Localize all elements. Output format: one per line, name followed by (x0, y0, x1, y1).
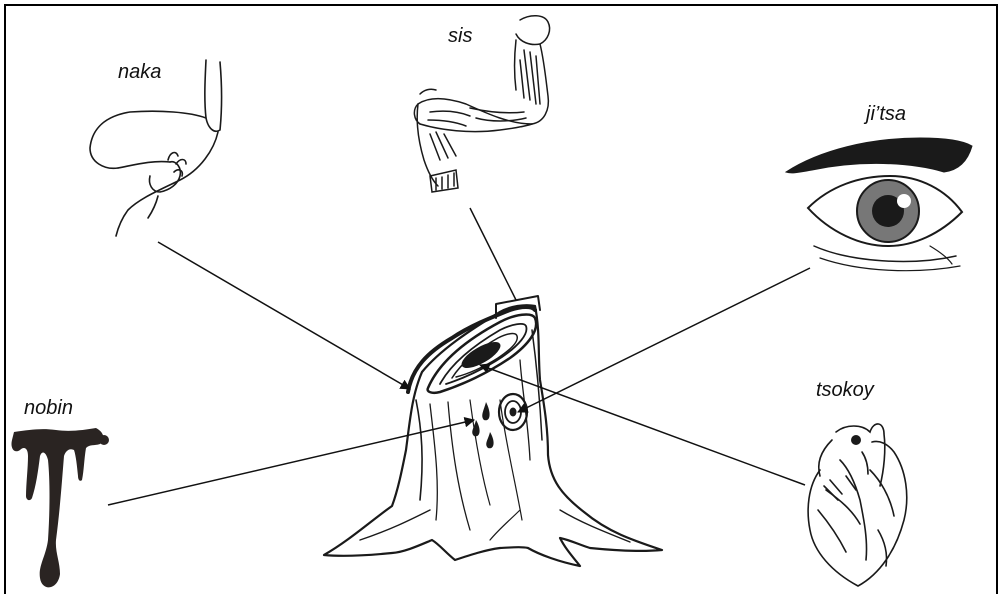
arrow-sis (470, 208, 516, 300)
jitsa-eye-drawing (786, 138, 972, 271)
tsokoy-heart-drawing (808, 424, 907, 586)
arrow-naka (158, 242, 410, 389)
label-naka: naka (118, 62, 161, 82)
label-jitsa: ji’tsa (866, 104, 906, 124)
label-nobin: nobin (24, 398, 73, 418)
arrow-jitsa (518, 268, 810, 412)
label-tsokoy: tsokoy (816, 380, 874, 400)
label-sis: sis (448, 26, 472, 46)
naka-armpit-drawing (90, 60, 222, 236)
nobin-drip-drawing (11, 428, 109, 587)
tree-stump-drawing (324, 296, 662, 566)
sis-muscle-drawing (414, 16, 549, 192)
